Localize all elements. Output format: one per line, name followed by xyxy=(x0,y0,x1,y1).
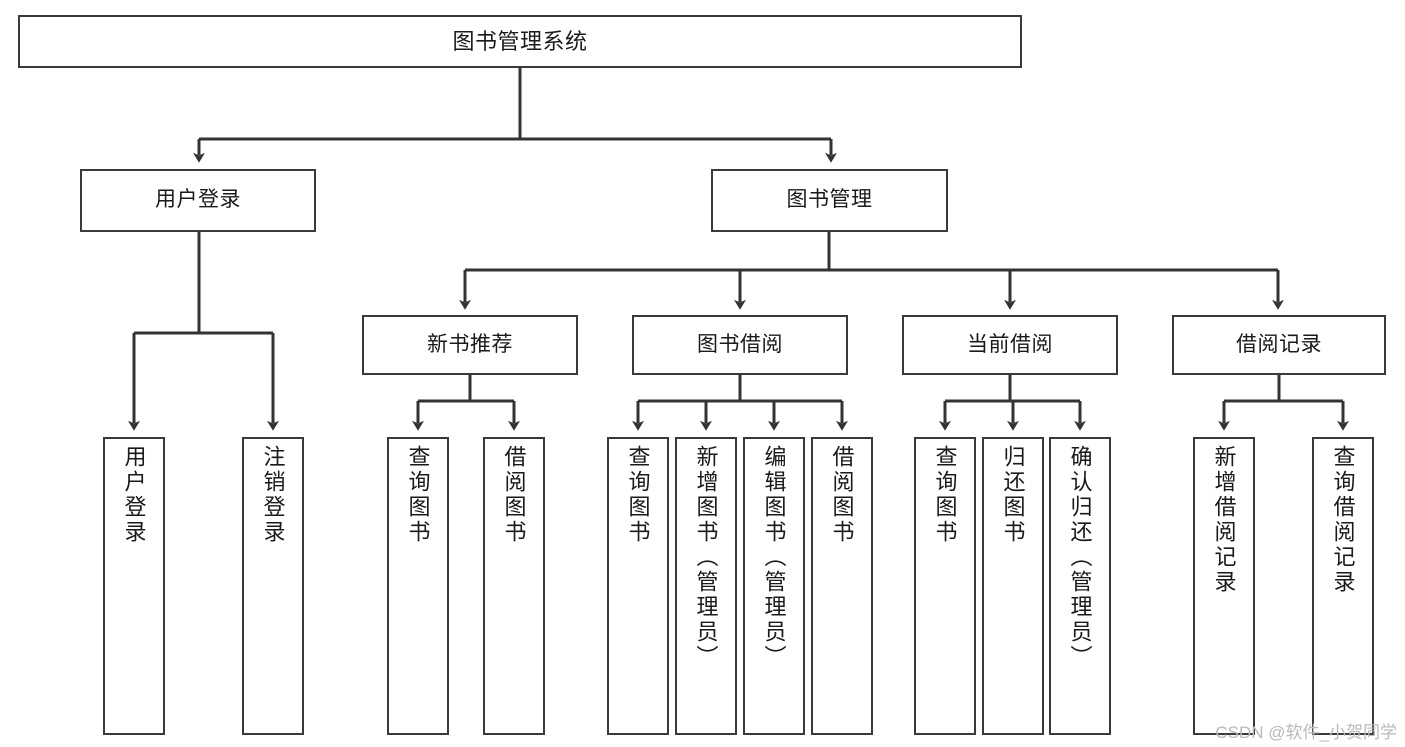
node-new-book-recommend-label: 新书推荐 xyxy=(427,332,513,356)
node-leaf-borrow-book-2-label: 借阅图书 xyxy=(829,445,855,545)
node-leaf-add-record[interactable]: 新增借阅记录 xyxy=(1193,437,1255,735)
node-leaf-query-book-1[interactable]: 查询图书 xyxy=(387,437,449,735)
node-leaf-query-book-3-label: 查询图书 xyxy=(932,445,958,545)
node-new-book-recommend[interactable]: 新书推荐 xyxy=(362,315,578,375)
edge-currentborrow-to-leaves xyxy=(939,375,1086,431)
node-leaf-edit-book[interactable]: 编辑图书（管理员） xyxy=(743,437,805,735)
watermark-text: CSDN @软件_小贺同学 xyxy=(1215,723,1397,742)
node-leaf-add-record-label: 新增借阅记录 xyxy=(1211,445,1237,595)
node-leaf-add-book[interactable]: 新增图书（管理员） xyxy=(675,437,737,735)
node-leaf-user-login[interactable]: 用户登录 xyxy=(103,437,165,735)
node-book-borrow[interactable]: 图书借阅 xyxy=(632,315,848,375)
node-borrow-record[interactable]: 借阅记录 xyxy=(1172,315,1386,375)
edge-bookmanagement-to-level3 xyxy=(459,232,1284,310)
node-leaf-user-logout-label: 注销登录 xyxy=(260,445,286,545)
node-leaf-confirm-return[interactable]: 确认归还（管理员） xyxy=(1049,437,1111,735)
node-borrow-record-label: 借阅记录 xyxy=(1236,332,1322,356)
node-leaf-return-book[interactable]: 归还图书 xyxy=(982,437,1044,735)
node-leaf-edit-book-label: 编辑图书（管理员） xyxy=(761,445,787,670)
node-leaf-borrow-book-1[interactable]: 借阅图书 xyxy=(483,437,545,735)
node-book-borrow-label: 图书借阅 xyxy=(697,332,783,356)
node-leaf-user-logout[interactable]: 注销登录 xyxy=(242,437,304,735)
edge-newbook-to-leaves xyxy=(412,375,520,431)
node-current-borrow-label: 当前借阅 xyxy=(967,332,1053,356)
node-leaf-borrow-book-1-label: 借阅图书 xyxy=(501,445,527,545)
node-root-label: 图书管理系统 xyxy=(452,28,588,54)
node-book-management-label: 图书管理 xyxy=(786,188,873,212)
node-leaf-query-record-label: 查询借阅记录 xyxy=(1330,445,1356,595)
edge-userlogin-to-leaves xyxy=(128,232,279,431)
edge-borrowrecord-to-leaves xyxy=(1218,375,1349,431)
node-current-borrow[interactable]: 当前借阅 xyxy=(902,315,1118,375)
node-root[interactable]: 图书管理系统 xyxy=(18,15,1022,68)
node-leaf-user-login-label: 用户登录 xyxy=(121,445,147,545)
node-leaf-borrow-book-2[interactable]: 借阅图书 xyxy=(811,437,873,735)
edge-root-to-level2 xyxy=(193,68,837,163)
node-leaf-confirm-return-label: 确认归还（管理员） xyxy=(1067,445,1093,670)
node-leaf-query-book-2[interactable]: 查询图书 xyxy=(607,437,669,735)
edge-bookborrow-to-leaves xyxy=(632,375,848,431)
node-user-login[interactable]: 用户登录 xyxy=(80,169,316,232)
node-leaf-add-book-label: 新增图书（管理员） xyxy=(693,445,719,670)
node-book-management[interactable]: 图书管理 xyxy=(711,169,948,232)
node-leaf-query-book-2-label: 查询图书 xyxy=(625,445,651,545)
node-leaf-query-record[interactable]: 查询借阅记录 xyxy=(1312,437,1374,735)
node-leaf-return-book-label: 归还图书 xyxy=(1000,445,1026,545)
node-user-login-label: 用户登录 xyxy=(155,188,241,212)
node-leaf-query-book-3[interactable]: 查询图书 xyxy=(914,437,976,735)
node-leaf-query-book-1-label: 查询图书 xyxy=(405,445,431,545)
